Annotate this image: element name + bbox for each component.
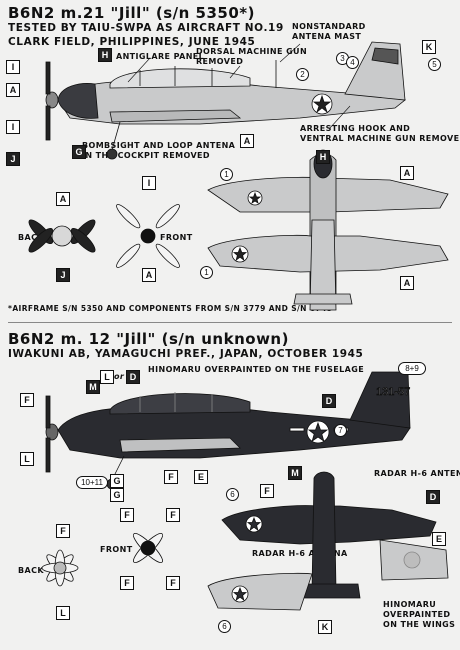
tag-j-1: J	[6, 152, 20, 166]
label-front-2: FRONT	[100, 545, 133, 554]
tag-g-3: G	[110, 488, 124, 502]
tag-m-1: M	[86, 380, 100, 394]
tag-d-2: D	[322, 394, 336, 408]
prop-front-1	[116, 204, 180, 268]
prop-back-2	[41, 549, 79, 587]
callout-2: 2	[296, 68, 309, 81]
tag-h-2: H	[316, 150, 330, 164]
callout-6b: 6	[218, 620, 231, 633]
note-antiglare: ANTIGLARE PANEL	[116, 52, 205, 61]
tag-a-2: A	[240, 134, 254, 148]
tag-i-3: I	[142, 176, 156, 190]
tag-i-2: I	[6, 120, 20, 134]
tag-a-5: A	[400, 166, 414, 180]
tag-e-2: E	[432, 532, 446, 546]
tag-h-1: H	[98, 48, 112, 62]
note-bombsight: BOMBSIGHT AND LOOP ANTENA IN THE COCKPIT…	[82, 141, 236, 160]
section1-subtitle-1: TESTED BY TAIU-SWPA AS AIRCRAFT NO.19	[8, 22, 284, 34]
tag-k-2: K	[318, 620, 332, 634]
section2-subtitle: IWAKUNI AB, YAMAGUCHI PREF., JAPAN, OCTO…	[8, 348, 364, 360]
callout-4: 4	[346, 56, 359, 69]
note-antenna-mast: NONSTANDARD ANTENA MAST	[292, 22, 366, 41]
callout-8-9: 8+9	[398, 362, 426, 375]
tag-g-1: G	[72, 145, 86, 159]
side-view-1	[45, 41, 406, 160]
section1-title: B6N2 m.21 "Jill" (s/n 5350*)	[8, 4, 255, 22]
tag-m-2: M	[288, 466, 302, 480]
tag-e-1: E	[194, 470, 208, 484]
callout-1b: 1	[200, 266, 213, 279]
top-view-2	[221, 471, 437, 599]
label-back-2: BACK	[18, 566, 44, 575]
callout-6a: 6	[226, 488, 239, 501]
section-divider	[8, 322, 452, 323]
prop-back-1	[28, 219, 96, 253]
section2-title: B6N2 m. 12 "Jill" (s/n unknown)	[8, 330, 289, 348]
tag-d-1: D	[126, 370, 140, 384]
tag-d-3: D	[426, 490, 440, 504]
note-radar-1: RADAR H-6 ANTENA	[374, 469, 460, 478]
tag-f-8: F	[260, 484, 274, 498]
bottom-view-1	[207, 219, 449, 311]
tag-f-1: F	[20, 393, 34, 407]
note-radar-2: RADAR H-6 ANTENA	[252, 549, 348, 558]
note-hinomaru-fuselage: HINOMARU OVERPAINTED ON THE FUSELAGE	[148, 365, 365, 374]
tag-f-2: F	[164, 470, 178, 484]
tag-l-1: L	[100, 370, 114, 384]
label-or: or	[114, 372, 125, 381]
label-front-1: FRONT	[160, 233, 193, 242]
tag-f-7: F	[166, 576, 180, 590]
side-view-2: 131-57	[45, 371, 411, 490]
tag-a-3: A	[56, 192, 70, 206]
note-dorsal-gun: DORSAL MACHINE GUN REMOVED	[196, 47, 308, 66]
note-hinomaru-wings: HINOMARU OVERPAINTED ON THE WINGS	[383, 600, 456, 629]
tag-l-2: L	[20, 452, 34, 466]
tag-i-1: I	[6, 60, 20, 74]
footnote-airframe: *AIRFRAME S/N 5350 AND COMPONENTS FROM S…	[8, 304, 333, 313]
label-back-1: BACK	[18, 233, 44, 242]
tag-f-3: F	[56, 524, 70, 538]
tag-j-2: J	[56, 268, 70, 282]
tag-f-5: F	[120, 576, 134, 590]
callout-7: 7	[334, 424, 347, 437]
tag-l-3: L	[56, 606, 70, 620]
tag-a-4: A	[142, 268, 156, 282]
bottom-view-2	[207, 539, 449, 611]
tag-a-6: A	[400, 276, 414, 290]
tag-g-2: G	[110, 474, 124, 488]
tail-code-2: 131-57	[376, 386, 410, 398]
tag-k-1: K	[422, 40, 436, 54]
prop-front-2	[133, 533, 163, 563]
section1-subtitle-2: CLARK FIELD, PHILIPPINES, JUNE 1945	[8, 36, 256, 48]
tag-f-6: F	[166, 508, 180, 522]
tag-f-4: F	[120, 508, 134, 522]
callout-1a: 1	[220, 168, 233, 181]
callout-5: 5	[428, 58, 441, 71]
callout-10-11: 10+11	[76, 476, 108, 489]
tag-a-1: A	[6, 83, 20, 97]
note-arresting-hook: ARRESTING HOOK AND VENTRAL MACHINE GUN R…	[300, 124, 460, 143]
